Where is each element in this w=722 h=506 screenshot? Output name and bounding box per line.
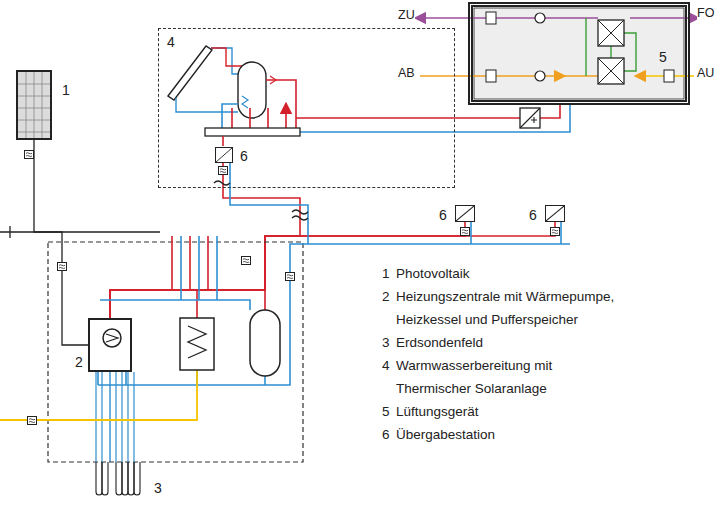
air-label: FO	[697, 6, 714, 21]
air-label: ZU	[398, 8, 415, 23]
st-symbol	[546, 206, 564, 221]
pipe-connector	[110, 163, 300, 318]
dashed-group-box: 46	[158, 28, 455, 188]
legend-number: 6	[382, 423, 390, 446]
legend-text: Übergabestation	[396, 423, 622, 446]
ventilation-unit: 5	[468, 2, 690, 105]
heat-pump-box: 2	[88, 318, 132, 372]
callout-number: 2	[75, 354, 83, 370]
callout-number: 3	[154, 480, 162, 496]
st-symbol	[456, 206, 474, 221]
transfer-station: 6	[455, 205, 475, 222]
hp-symbol	[90, 320, 130, 370]
legend-text: Warmwasserbereitung mit Thermischer Sola…	[396, 354, 622, 400]
pv-panel: 1	[16, 70, 52, 140]
legend-number: 2	[382, 285, 390, 308]
callout-number: 6	[529, 207, 537, 223]
air-label: AU	[697, 66, 714, 81]
pipe-connector	[455, 105, 560, 118]
transfer-station: 6	[215, 147, 233, 163]
callout-number: 6	[240, 148, 248, 164]
legend-number: 4	[382, 354, 390, 377]
callout-number: 4	[167, 34, 175, 50]
ground-probe-field: 3	[90, 462, 148, 500]
legend-text: Heizungszentrale mit Wärmepumpe, Heizkes…	[396, 285, 622, 331]
legend-text: Erdsondenfeld	[396, 331, 622, 354]
callout-number: 5	[659, 49, 667, 65]
air-label: AB	[398, 66, 415, 81]
st-symbol	[216, 148, 232, 162]
legend-number: 3	[382, 331, 390, 354]
callout-number: 1	[62, 82, 70, 98]
callout-number: 6	[439, 207, 447, 223]
legend-number: 5	[382, 400, 390, 423]
transfer-station: 6	[545, 205, 565, 222]
legend-number: 1	[382, 262, 390, 285]
probe-symbol	[90, 462, 148, 500]
legend-text: Lüftungsgerät	[396, 400, 622, 423]
legend-text: Photovoltaik	[396, 262, 622, 285]
pv-symbol	[18, 72, 50, 138]
